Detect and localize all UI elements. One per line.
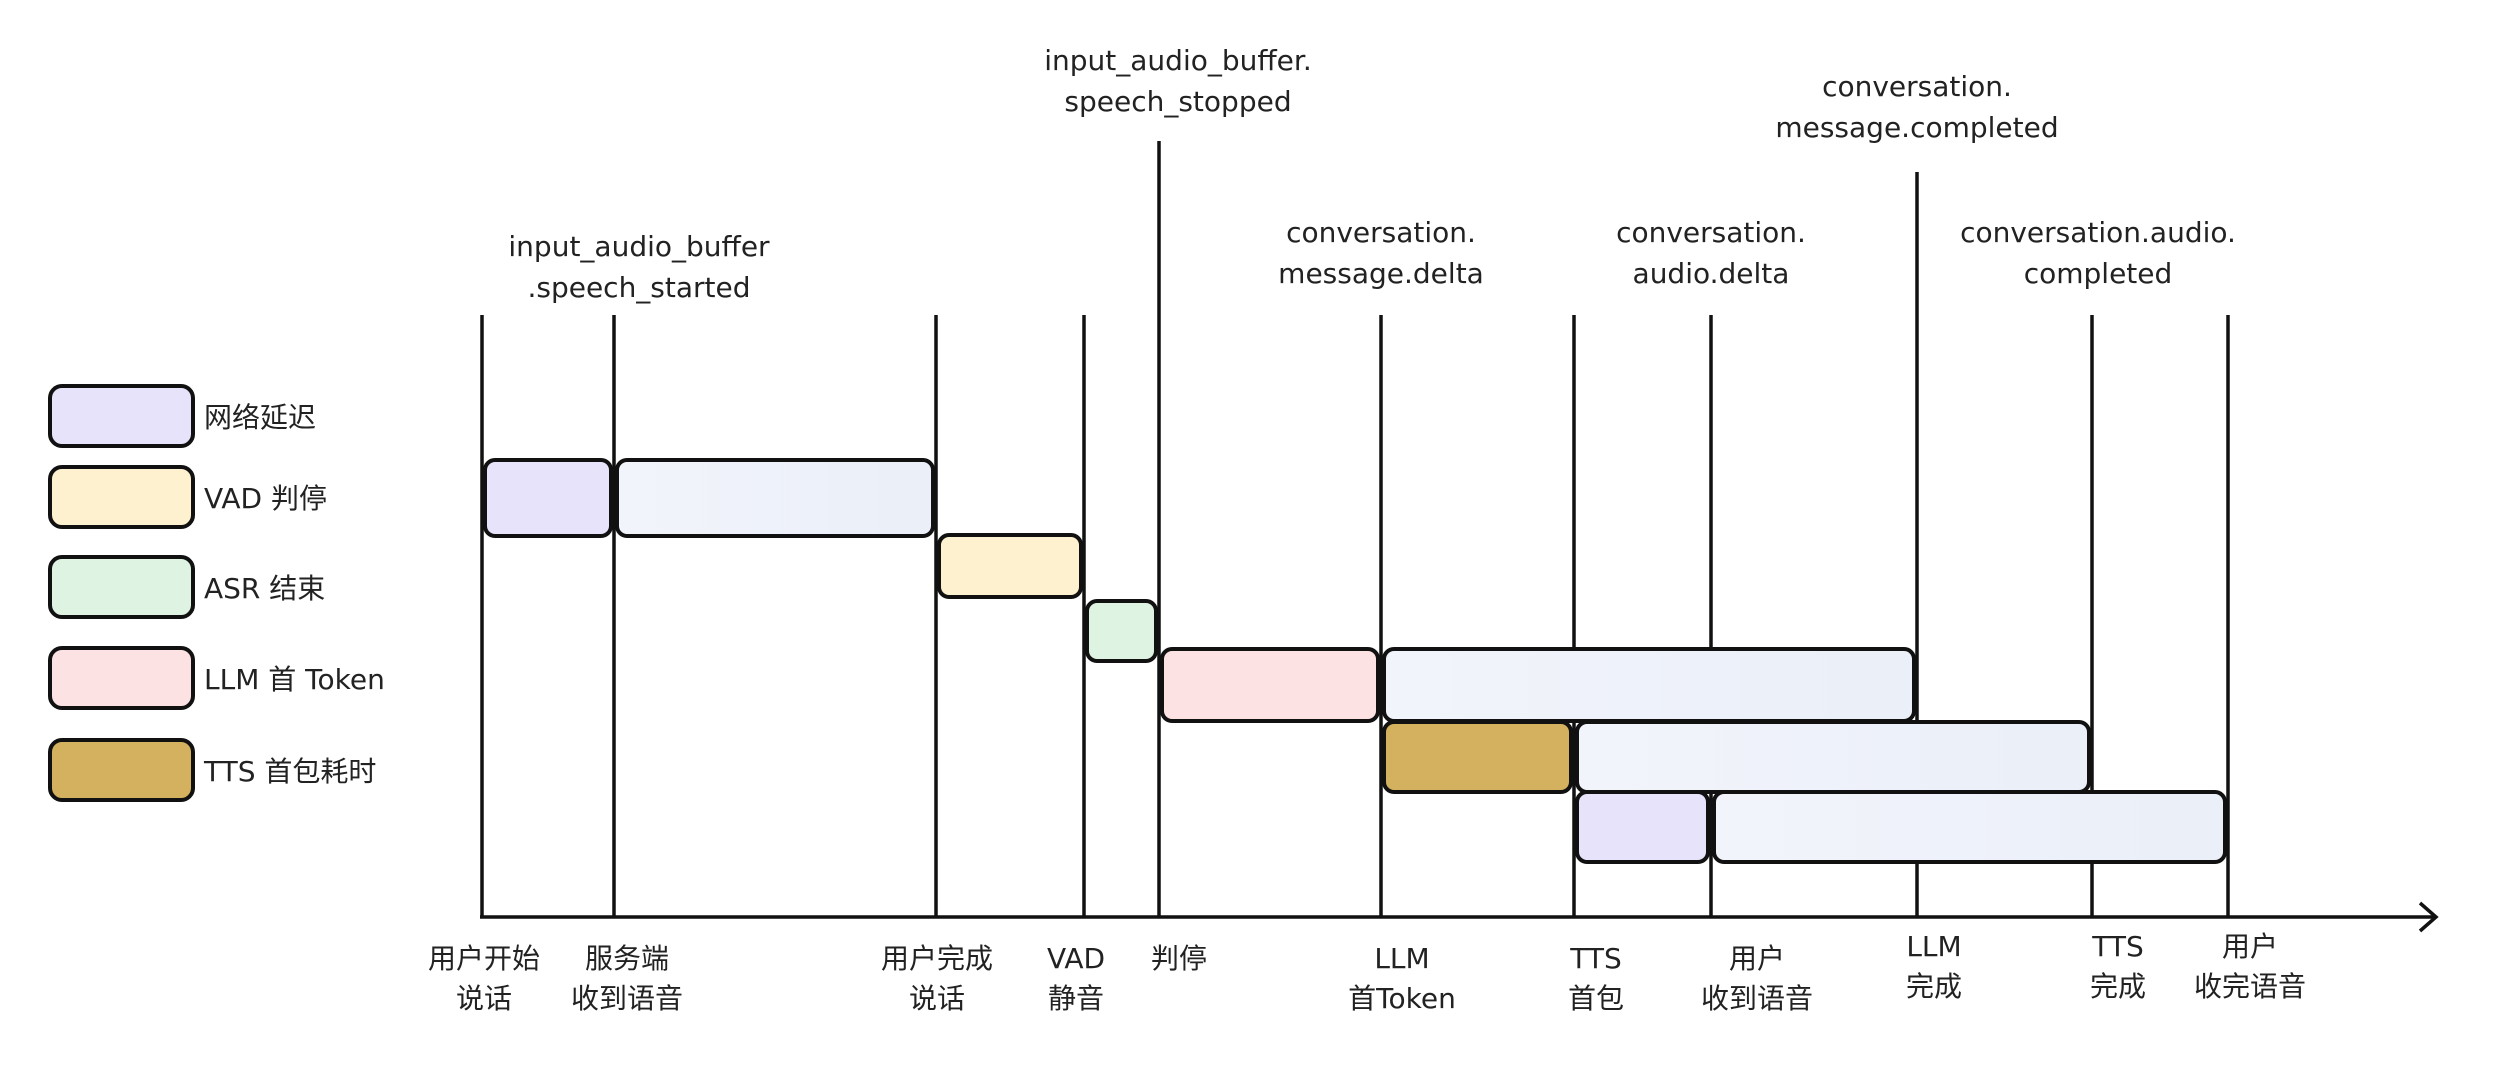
event-label-bottom-tts-done: 完成 (2090, 970, 2146, 1003)
event-label-bottom-server-recv: 服务端 (585, 942, 669, 975)
legend-item: VAD 判停 (48, 465, 327, 529)
event-label-top-judge-stop: speech_stopped (1064, 85, 1291, 118)
legend-label: ASR 结束 (204, 572, 325, 605)
legend-item: LLM 首 Token (48, 646, 385, 710)
event-label-bottom-tts-first: TTS (1569, 942, 1622, 975)
legend-item: 网络延迟 (48, 384, 316, 448)
llm-generation-continuation-bar (1382, 647, 1916, 723)
event-label-bottom-user-heard-all: 用户 (2222, 930, 2278, 963)
legend-swatch (48, 384, 195, 448)
event-label-bottom-judge-stop: 判停 (1151, 942, 1207, 975)
legend-item: ASR 结束 (48, 555, 325, 619)
event-label-top-tts-done: conversation.audio. (1960, 216, 2236, 249)
event-label-bottom-vad-silence: 静音 (1048, 982, 1104, 1015)
legend-item: TTS 首包耗时 (48, 738, 376, 802)
event-label-bottom-user-done: 说话 (909, 982, 965, 1015)
legend-swatch (48, 555, 195, 619)
vad-judge-stop-bar (937, 533, 1083, 599)
asr-finish-bar (1085, 599, 1158, 663)
event-label-bottom-user-done: 用户完成 (881, 942, 993, 975)
event-label-bottom-user-start: 用户开始 (428, 942, 540, 975)
event-label-bottom-llm-done: LLM (1906, 930, 1961, 963)
event-label-top-user-hear: audio.delta (1633, 257, 1790, 290)
event-label-top-tts-done: completed (2024, 257, 2173, 290)
event-label-bottom-user-start: 说话 (456, 982, 512, 1015)
event-label-bottom-user-hear: 收到语音 (1701, 982, 1813, 1015)
timeline-bars (483, 458, 2227, 864)
event-label-bottom-user-heard-all: 收完语音 (2194, 970, 2306, 1003)
event-label-bottom-tts-done: TTS (2091, 930, 2144, 963)
event-label-top-judge-stop: input_audio_buffer. (1044, 44, 1312, 77)
event-label-bottom-user-hear: 用户 (1729, 942, 1785, 975)
tts-synthesis-continuation-bar (1575, 720, 2091, 794)
event-label-top-llm-done: conversation. (1822, 70, 2012, 103)
time-axis (480, 901, 2439, 933)
legend-label: TTS 首包耗时 (203, 755, 376, 788)
time-axis-arrow-icon (2418, 901, 2439, 933)
event-label-bottom-vad-silence: VAD (1047, 942, 1105, 975)
legend-label: LLM 首 Token (204, 663, 385, 696)
legend-label: 网络延迟 (204, 401, 316, 434)
event-label-top-server-recv: input_audio_buffer (508, 230, 770, 263)
event-label-bottom-server-recv: 收到语音 (571, 982, 683, 1015)
llm-first-token-bar (1160, 647, 1380, 723)
event-label-top-llm-first: message.delta (1278, 257, 1484, 290)
event-label-bottom-llm-first: 首Token (1348, 982, 1456, 1015)
legend-label: VAD 判停 (204, 482, 327, 515)
legend-swatch (48, 738, 195, 802)
speech-upload-continuation-bar (615, 458, 935, 538)
network-delay-upload-bar (483, 458, 613, 538)
network-delay-download-bar (1575, 790, 1710, 864)
audio-playback-continuation-bar (1712, 790, 2227, 864)
event-label-top-llm-first: conversation. (1286, 216, 1476, 249)
event-label-bottom-llm-done: 完成 (1906, 970, 1962, 1003)
event-label-top-server-recv: .speech_started (527, 271, 750, 304)
event-label-bottom-tts-first: 首包 (1568, 982, 1624, 1015)
event-label-bottom-llm-first: LLM (1374, 942, 1429, 975)
legend-swatch (48, 646, 195, 710)
event-label-top-user-hear: conversation. (1616, 216, 1806, 249)
event-label-top-llm-done: message.completed (1775, 111, 2058, 144)
tts-first-packet-bar (1382, 720, 1573, 794)
legend-swatch (48, 465, 195, 529)
